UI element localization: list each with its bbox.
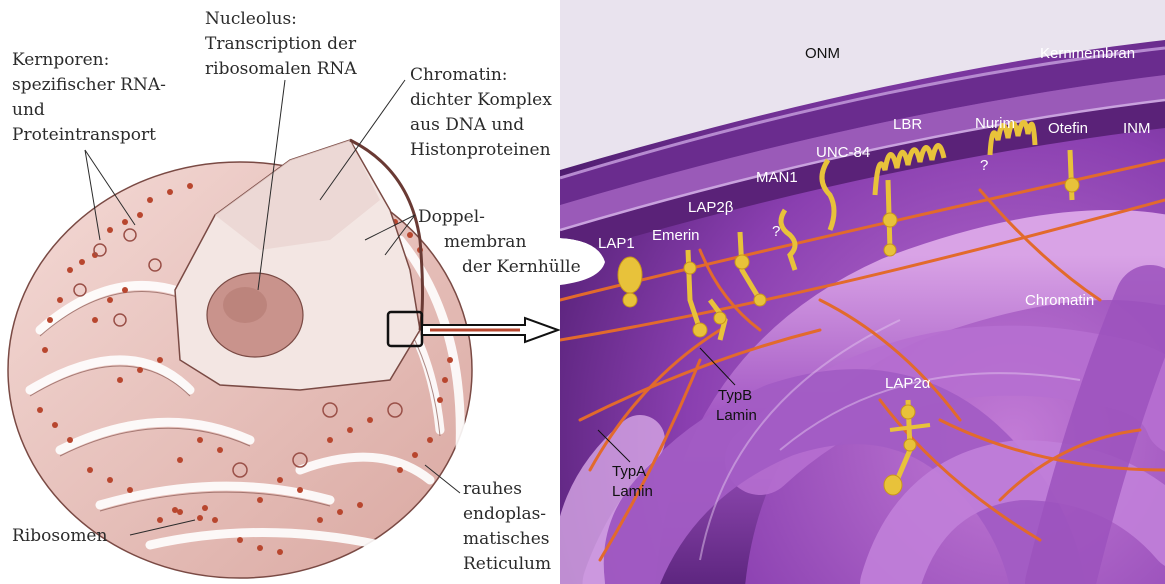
label-inm: INM <box>1123 120 1151 137</box>
label-ribosomen: Ribosomen <box>12 526 107 546</box>
label-chromatin-right: Chromatin <box>1025 292 1094 309</box>
label-nurim: Nurim <box>975 115 1015 132</box>
label-chromatin-left: Chromatin: dichter Komplex aus DNA und H… <box>410 65 557 160</box>
question-mark-nurim: ? <box>980 157 988 174</box>
label-lbr: LBR <box>893 116 922 133</box>
label-kernporen: Kernporen: spezifischer RNA- und Protein… <box>12 50 171 145</box>
label-otefin: Otefin <box>1048 120 1088 137</box>
label-kernmembran: Kernmembran <box>1040 45 1135 62</box>
label-onm: ONM <box>805 45 840 62</box>
question-mark-man1: ? <box>772 223 780 240</box>
label-lap2b: LAP2β <box>688 199 734 216</box>
label-unc84: UNC-84 <box>816 144 870 161</box>
label-rauhes-er: rauhes endoplas- matisches Reticulum <box>463 479 555 574</box>
label-man1: MAN1 <box>756 169 798 186</box>
label-nucleolus: Nucleolus: Transcription der ribosomalen… <box>205 9 362 79</box>
label-lap1: LAP1 <box>598 235 635 252</box>
label-doppelmembran: Doppel- membran der Kernhülle <box>418 207 581 277</box>
label-lap2a: LAP2α <box>885 375 931 392</box>
label-emerin: Emerin <box>652 227 700 244</box>
